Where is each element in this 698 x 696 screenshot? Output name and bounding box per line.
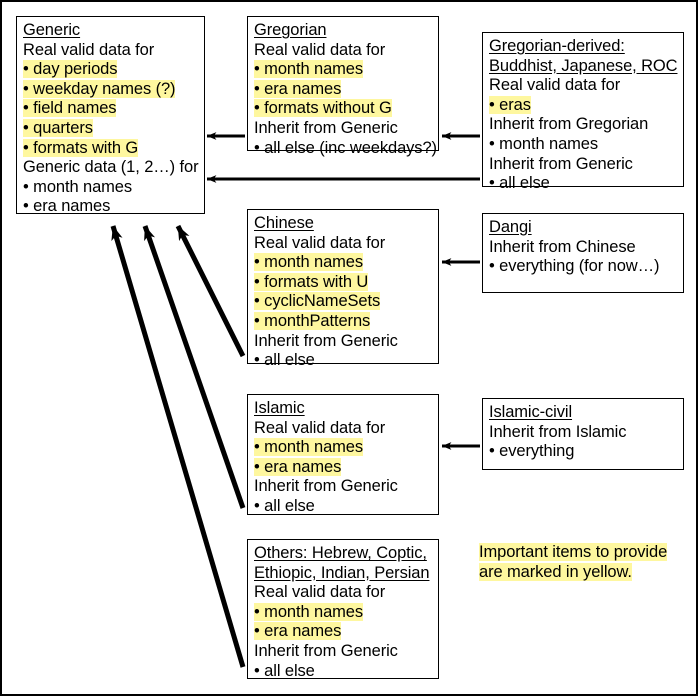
- box-line: era names: [254, 457, 433, 478]
- box-title: Buddhist, Japanese, ROC: [489, 56, 678, 75]
- box-line: month names: [254, 438, 433, 458]
- box-line: eras: [489, 95, 678, 116]
- box-line: all else: [254, 662, 433, 682]
- box-title: Ethiopic, Indian, Persian: [254, 563, 430, 582]
- box-line: quarters: [23, 118, 199, 139]
- box-title: Gregorian-derived:: [489, 37, 625, 55]
- box-dangi[interactable]: Dangi Inherit from Chinese everything (f…: [482, 213, 684, 293]
- box-title: Islamic: [254, 399, 305, 417]
- legend-note-line: Important items to provide: [479, 543, 668, 561]
- legend-note-line: are marked in yellow.: [479, 562, 632, 581]
- box-generic[interactable]: Generic Real valid data for day periods …: [16, 16, 205, 217]
- box-others[interactable]: Others: Hebrew, Coptic, Ethiopic, Indian…: [247, 539, 439, 682]
- box-line: everything (for now…): [489, 257, 678, 277]
- box-line: Real valid data for: [489, 76, 621, 95]
- box-line: Generic data (1, 2…) for: [23, 158, 199, 177]
- box-islamic[interactable]: Islamic Real valid data for month names …: [247, 394, 439, 515]
- box-title: Generic: [23, 21, 81, 39]
- box-line: month names: [254, 602, 433, 623]
- box-gregorian-derived[interactable]: Gregorian-derived: Buddhist, Japanese, R…: [482, 32, 684, 192]
- box-line: Inherit from Generic: [254, 118, 398, 137]
- box-line: month names: [254, 60, 433, 80]
- box-line: cyclicNameSets: [254, 292, 433, 312]
- box-line: day periods: [23, 60, 199, 80]
- box-line: era names: [254, 79, 433, 100]
- box-line: Inherit from Generic: [489, 154, 633, 173]
- box-line: Real valid data for: [254, 583, 386, 602]
- box-line: weekday names (?): [23, 79, 199, 100]
- box-line: Inherit from Chinese: [489, 237, 636, 256]
- legend-note: Important items to provide are marked in…: [479, 543, 667, 582]
- box-title: Dangi: [489, 218, 532, 236]
- box-line: Real valid data for: [254, 40, 386, 59]
- box-line: month names: [23, 178, 199, 198]
- box-gregorian[interactable]: Gregorian Real valid data for month name…: [247, 16, 439, 157]
- box-line: formats with G: [23, 138, 199, 159]
- box-line: Inherit from Generic: [254, 641, 398, 660]
- box-line: era names: [254, 622, 433, 642]
- box-title: Chinese: [254, 214, 314, 232]
- box-line: Inherit from Generic: [254, 331, 398, 350]
- box-line: everything: [489, 442, 678, 462]
- box-title: Islamic-civil: [489, 403, 573, 421]
- box-line: Real valid data for: [254, 418, 386, 437]
- box-line: all else: [254, 351, 433, 371]
- box-line: all else: [254, 497, 433, 517]
- box-line: formats without G: [254, 99, 433, 119]
- box-line: Inherit from Generic: [254, 477, 398, 496]
- box-line: month names: [254, 253, 433, 273]
- arrow-others-to-generic: [110, 225, 246, 668]
- arrow-islamic-to-generic: [142, 225, 246, 509]
- box-line: field names: [23, 99, 199, 119]
- box-islamic-civil[interactable]: Islamic-civil Inherit from Islamic every…: [482, 398, 684, 470]
- box-line: Inherit from Islamic: [489, 422, 627, 441]
- box-line: Inherit from Gregorian: [489, 115, 649, 134]
- box-title: Others: Hebrew, Coptic,: [254, 544, 427, 562]
- box-line: month names: [489, 135, 678, 155]
- box-line: all else (inc weekdays?): [254, 139, 437, 159]
- box-line: Real valid data for: [254, 233, 386, 252]
- box-title: Gregorian: [254, 21, 327, 39]
- box-line: formats with U: [254, 272, 433, 293]
- box-line: all else: [489, 174, 678, 194]
- box-line: monthPatterns: [254, 311, 433, 332]
- arrow-chinese-to-generic: [175, 224, 246, 358]
- box-line: Real valid data for: [23, 40, 155, 59]
- box-chinese[interactable]: Chinese Real valid data for month names …: [247, 209, 439, 369]
- box-line: era names: [23, 197, 199, 217]
